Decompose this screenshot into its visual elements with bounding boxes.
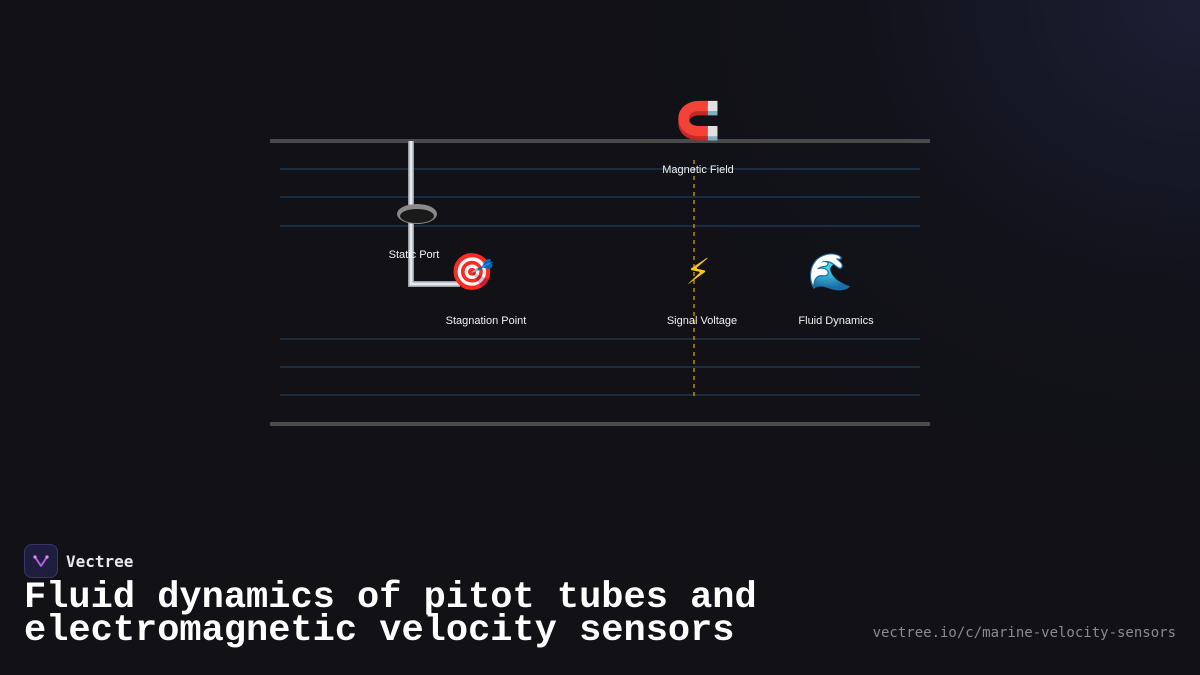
signal-voltage-label: Signal Voltage <box>666 315 738 327</box>
lightning-icon: ⚡ <box>685 252 711 293</box>
streamlines <box>280 168 920 396</box>
static-port-disk <box>397 204 437 224</box>
vectree-logo-icon <box>24 544 58 578</box>
pitot-tube <box>408 141 460 287</box>
wave-icon: 🌊 <box>807 252 853 293</box>
static-port-label: Static Port <box>388 249 440 261</box>
brand: Vectree <box>24 544 133 578</box>
target-icon: 🎯 <box>449 252 495 293</box>
magnet-icon: 🧲 <box>675 101 721 142</box>
fluid-dynamics-label: Fluid Dynamics <box>798 315 874 327</box>
brand-name: Vectree <box>66 551 134 571</box>
stagnation-point-label: Stagnation Point <box>445 315 527 327</box>
page-title: Fluid dynamics of pitot tubes and electr… <box>24 577 757 652</box>
magnetic-field-label: Magnetic Field <box>662 164 734 176</box>
page-url: vectree.io/c/marine-velocity-sensors <box>872 625 1176 641</box>
